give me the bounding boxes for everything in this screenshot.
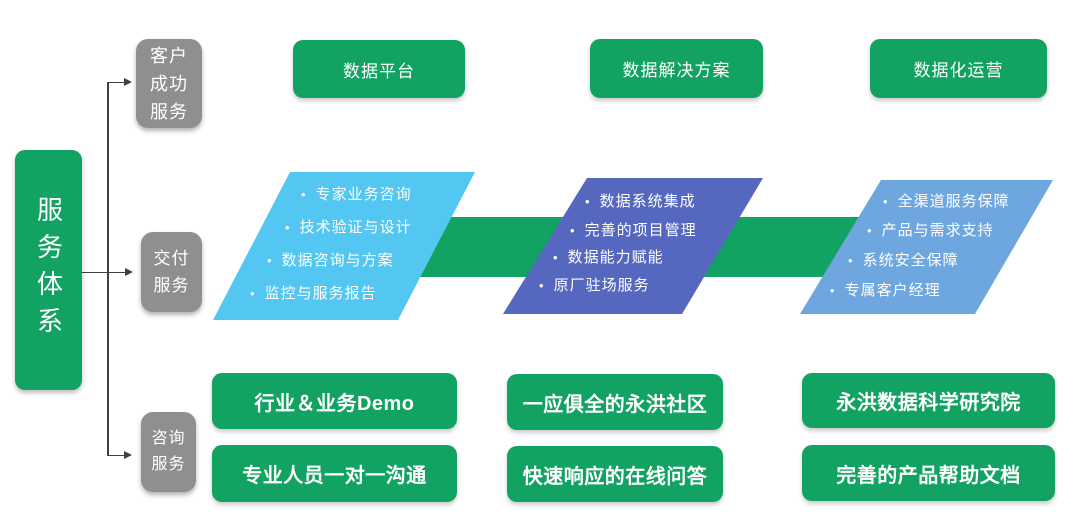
card-label: 数据解决方案 [622,61,731,80]
bullet-icon: • [539,278,545,293]
list-item-label: 专属客户经理 [844,282,941,299]
list-item: • 数据能力赋能 [553,249,664,266]
branch-customer-success: 客户 成功 服务 [136,39,202,128]
list-item-label: 监控与服务报告 [264,285,377,302]
card-label: 永洪数据科学研究院 [836,392,1021,414]
branch-label-line: 交付 [153,249,190,268]
branch-label-line: 服务 [153,276,190,295]
list-item-label: 技术验证与设计 [299,219,412,236]
connector-branch-middle [82,271,125,273]
card-data-solution: 数据解决方案 [590,39,763,98]
card-label: 数据化运营 [913,61,1004,80]
branch-label-line: 服务 [150,101,188,122]
bullet-icon: • [553,250,559,265]
root-node-service-system: 服务体系 [15,150,82,390]
list-item: • 完善的项目管理 [570,222,697,239]
arrowhead-icon [125,268,133,276]
card-label: 一应俱全的永洪社区 [522,393,708,416]
bullet-icon: • [570,223,576,238]
bullet-icon: • [883,194,889,209]
list-item: • 全渠道服务保障 [883,193,1010,210]
card-online-qa: 快速响应的在线问答 [507,446,723,502]
bullet-icon: • [267,253,273,268]
branch-consulting-service: 咨询 服务 [141,412,196,492]
bullet-icon: • [285,220,291,235]
branch-label-line: 咨询 [151,430,186,447]
card-label: 专业人员一对一沟通 [242,465,427,487]
card-label: 快速响应的在线问答 [522,465,708,488]
card-one-on-one-communication: 专业人员一对一沟通 [212,445,457,502]
connector-vertical-line [107,82,109,456]
bullet-icon: • [301,187,307,202]
list-item: • 监控与服务报告 [250,285,377,302]
list-item: • 数据咨询与方案 [267,252,394,269]
list-item: • 产品与需求支持 [867,222,994,239]
list-item-label: 数据系统集成 [599,193,696,210]
branch-label-line: 成功 [150,73,188,94]
arrowhead-icon [124,451,132,459]
list-item: • 专家业务咨询 [301,186,412,203]
list-item: • 技术验证与设计 [285,219,412,236]
arrowhead-icon [124,78,132,86]
card-yonghong-community: 一应俱全的永洪社区 [507,374,723,430]
card-data-platform: 数据平台 [293,40,465,98]
card-product-help-docs: 完善的产品帮助文档 [802,445,1055,501]
branch-label-line: 服务 [151,456,186,473]
list-item-label: 系统安全保障 [862,252,959,269]
card-data-science-institute: 永洪数据科学研究院 [802,373,1055,428]
list-item: • 原厂驻场服务 [539,277,650,294]
connector-branch-top [107,81,125,83]
list-item: • 专属客户经理 [830,282,941,299]
bullet-icon: • [250,286,256,301]
bullet-icon: • [830,283,836,298]
list-item-label: 数据咨询与方案 [281,252,394,269]
list-item-label: 完善的项目管理 [584,222,697,239]
list-item: • 数据系统集成 [585,193,696,210]
card-industry-business-demo: 行业＆业务Demo [212,373,457,429]
card-label: 数据平台 [343,61,415,81]
bullet-icon: • [848,253,854,268]
card-label: 完善的产品帮助文档 [836,464,1021,487]
root-node-label: 服务体系 [33,196,64,344]
list-item: • 系统安全保障 [848,252,959,269]
list-item-label: 数据能力赋能 [567,249,664,266]
branch-delivery-service: 交付 服务 [141,232,202,312]
card-label: 行业＆业务Demo [254,392,415,415]
list-item-label: 产品与需求支持 [881,222,994,239]
bullet-icon: • [867,223,873,238]
delivery-group-assurance: • 全渠道服务保障 • 产品与需求支持 • 系统安全保障 • 专属客户经理 [800,180,1053,314]
list-item-label: 全渠道服务保障 [897,193,1010,210]
connector-branch-bottom [107,454,125,456]
card-data-operation: 数据化运营 [870,39,1047,98]
bullet-icon: • [585,194,591,209]
branch-label-line: 客户 [150,45,188,66]
list-item-label: 原厂驻场服务 [553,277,650,294]
list-item-label: 专家业务咨询 [315,186,412,203]
delivery-group-consulting: • 专家业务咨询 • 技术验证与设计 • 数据咨询与方案 • 监控与服务报告 [213,172,475,320]
